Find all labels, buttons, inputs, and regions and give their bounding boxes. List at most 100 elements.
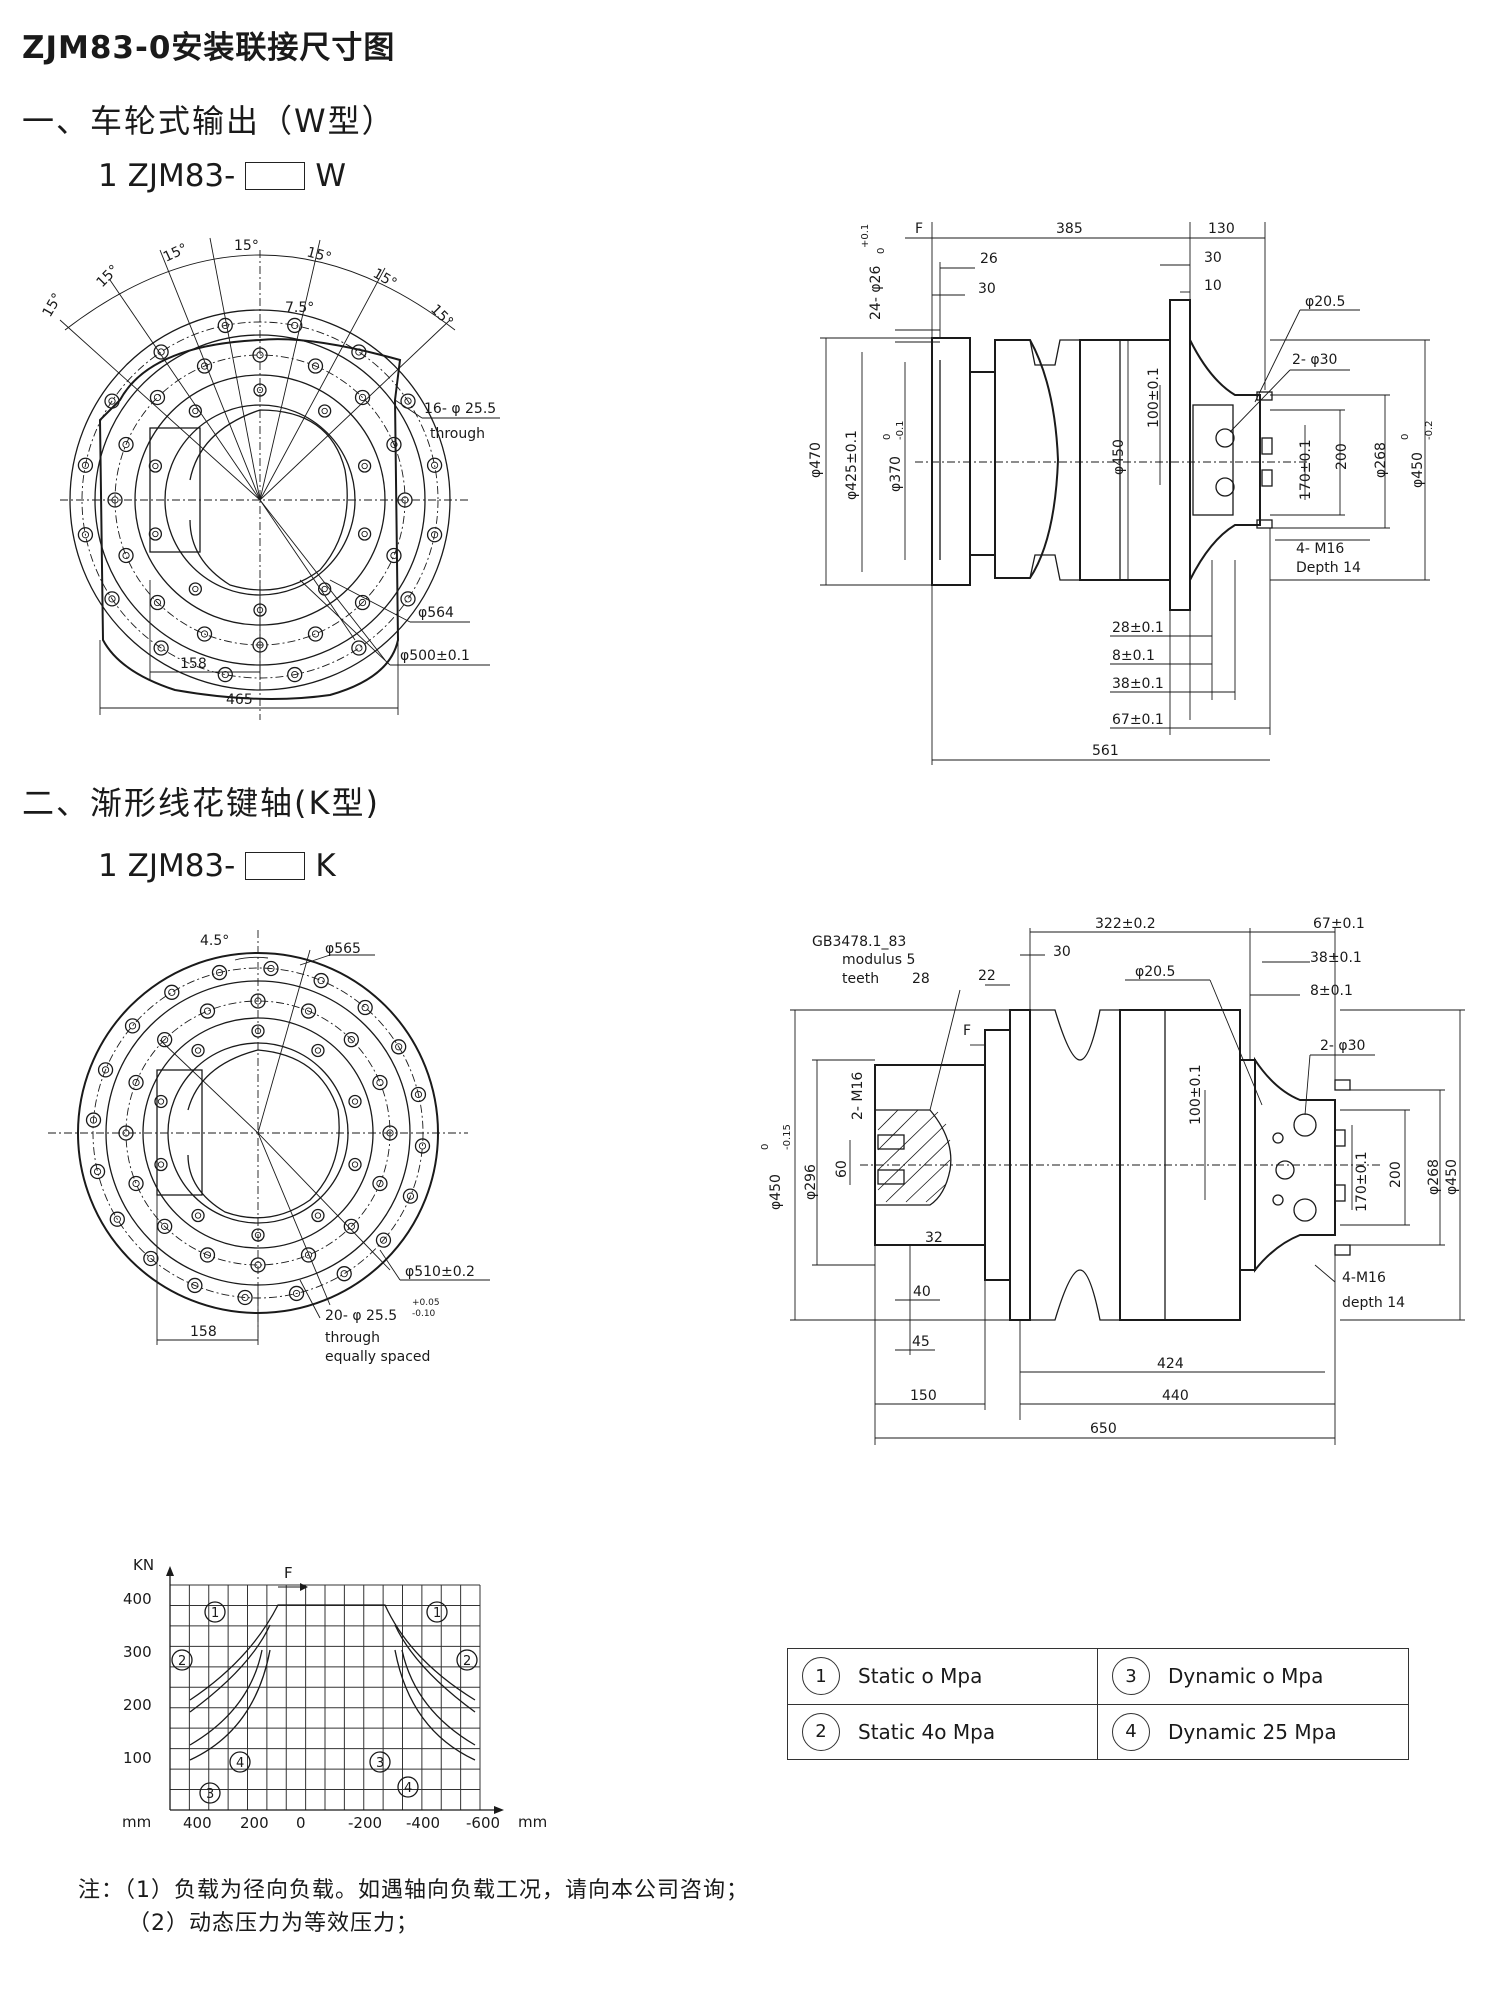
k-key-window [156, 1069, 203, 1196]
legend-number-badge: 3 [1112, 1657, 1150, 1696]
k-outer-bolt-hole [414, 1138, 431, 1154]
chart-curve-1 [189, 1604, 476, 1701]
w-hub-bolt-hole [148, 527, 163, 541]
w-hub-bolt-hole [357, 527, 372, 541]
chart-curve-marker-label: 3 [206, 1787, 214, 1802]
w-outer-bolt-hole [400, 393, 416, 409]
chart-curve-marker-label: 2 [178, 1654, 186, 1669]
k-dim-565: φ565 [325, 941, 361, 957]
k-side-motor-body [1119, 1009, 1241, 1321]
k-side-holes-2-30: 2- φ30 [1320, 1038, 1365, 1054]
k-dim-510: φ510±0.2 [405, 1264, 475, 1280]
w-outer-bolt-hole [287, 317, 303, 334]
k-side-dim-150: 150 [910, 1388, 937, 1404]
chart-curve-marker [426, 1601, 448, 1623]
w-side-dim-370: φ370 [888, 456, 904, 492]
k-side-dim-60: 60 [834, 1160, 850, 1178]
k-side-dim-38: 38±0.1 [1310, 950, 1362, 966]
w-side-force-label: F [915, 221, 923, 237]
w-holes [77, 317, 443, 683]
k-outer-bolt-hole [211, 964, 228, 981]
w-side-dim-450: φ450 [1111, 439, 1127, 475]
k-outer-bolt-hole [391, 1039, 407, 1055]
k-inner-bolt-hole [372, 1074, 388, 1091]
w-outer-bolt-hole [400, 591, 416, 607]
k-inner-bolt-hole [128, 1074, 144, 1091]
chart-curve-marker-label: 1 [433, 1606, 441, 1621]
k-tol-lo: -0.10 [412, 1309, 436, 1319]
w-outer-bolt-hole [351, 640, 367, 656]
chart-y-tick: 100 [123, 1749, 152, 1767]
k-side-dim-8: 8±0.1 [1310, 983, 1353, 999]
k-outer-bolt-hole [313, 972, 329, 989]
w-side-hub [994, 339, 1060, 579]
w-outer-bolt-hole [153, 640, 169, 656]
chart-y-tick: 200 [123, 1696, 152, 1714]
k-side-dim-32: 32 [925, 1230, 943, 1246]
w-side-dim-10: 10 [1204, 278, 1222, 294]
w-side-m16: 4- M16 [1296, 541, 1344, 557]
k-side-dim-450: φ450 [768, 1174, 784, 1210]
chart-x-tick: 200 [240, 1814, 269, 1832]
w-side-dim-28: 28±0.1 [1112, 620, 1164, 636]
chart-x-tick: -200 [348, 1814, 382, 1832]
k-shaft-hatch [877, 1109, 951, 1203]
chart-curve-marker [397, 1776, 419, 1798]
w-hub-bolt-hole [188, 582, 202, 596]
w-side-dim-38: 38±0.1 [1112, 676, 1164, 692]
chart-curve-2 [189, 1624, 476, 1713]
k-side-dim-650: 650 [1090, 1421, 1117, 1437]
k-through: through [325, 1330, 380, 1346]
w-side-holes-24: 24- φ26 [868, 266, 884, 320]
k-side-dim-30: 30 [1053, 944, 1071, 960]
k-outer-bolt-hole [97, 1062, 114, 1078]
k-inner-bolt-hole [157, 1218, 173, 1234]
w-side-tol-370b: -0.1 [895, 420, 906, 440]
k-hub-bolt-hole [311, 1043, 325, 1058]
w-outer-bolt-hole [351, 344, 367, 360]
k-side-dim-170: 170±0.1 [1354, 1151, 1370, 1212]
w-dim-564: φ564 [418, 605, 454, 621]
chart-y-tick: 300 [123, 1643, 152, 1661]
chart-y-label: KN [133, 1556, 154, 1574]
k-side-dim-450b: φ450 [1444, 1159, 1460, 1195]
k-inner-bolt-hole [300, 1003, 317, 1019]
w-side-dim-200: 200 [1334, 443, 1350, 470]
w-outer-bolt-hole [104, 393, 120, 409]
k-tol-hi: +0.05 [412, 1298, 440, 1308]
k-side-teeth-count: 28 [912, 971, 930, 987]
w-inner-bolt-hole [196, 626, 213, 642]
chart-curve-marker [229, 1751, 251, 1773]
k-side-modulus: modulus 5 [842, 952, 915, 968]
k-side-dim-45: 45 [912, 1334, 930, 1350]
k-side-dim-322: 322±0.2 [1095, 916, 1156, 932]
w-angle-5: 15° [305, 244, 333, 266]
w-side-tol-24b: 0 [876, 248, 887, 254]
w-outer-bolt-hole [77, 457, 94, 473]
legend-text: Dynamic o Mpa [1168, 1664, 1324, 1689]
w-outer-bolt-hole [153, 344, 169, 360]
w-side-dim-470: φ470 [808, 442, 824, 478]
chart-x-tick: -400 [406, 1814, 440, 1832]
w-inner-bolt-hole [118, 436, 134, 453]
w-outer-bolt-hole [426, 527, 443, 543]
w-inner-bolt-hole [149, 594, 166, 611]
section2-model: 1 ZJM83- K [98, 848, 336, 884]
w-hub-bolt-hole [318, 404, 332, 418]
w-side-dim-170: 170±0.1 [1298, 439, 1314, 500]
chart-curve-marker-label: 4 [404, 1781, 412, 1796]
chart-force-label: F [284, 1564, 293, 1582]
w-outer-bolt-hole [77, 527, 94, 543]
w-side-tol-370a: 0 [882, 434, 893, 440]
chart-curve-marker [456, 1649, 478, 1671]
legend-text: Static 4o Mpa [858, 1719, 996, 1744]
k-inner-bolt-hole [128, 1175, 144, 1192]
w-side-tol-24a: +0.1 [860, 224, 871, 248]
k-side-tol-450a: 0 [760, 1144, 771, 1150]
w-side-dim-561: 561 [1092, 743, 1119, 759]
w-inner-bolt-hole [386, 436, 402, 453]
section2-model-prefix: 1 ZJM83- [98, 848, 236, 884]
w-angle-8: 7.5° [285, 300, 314, 316]
